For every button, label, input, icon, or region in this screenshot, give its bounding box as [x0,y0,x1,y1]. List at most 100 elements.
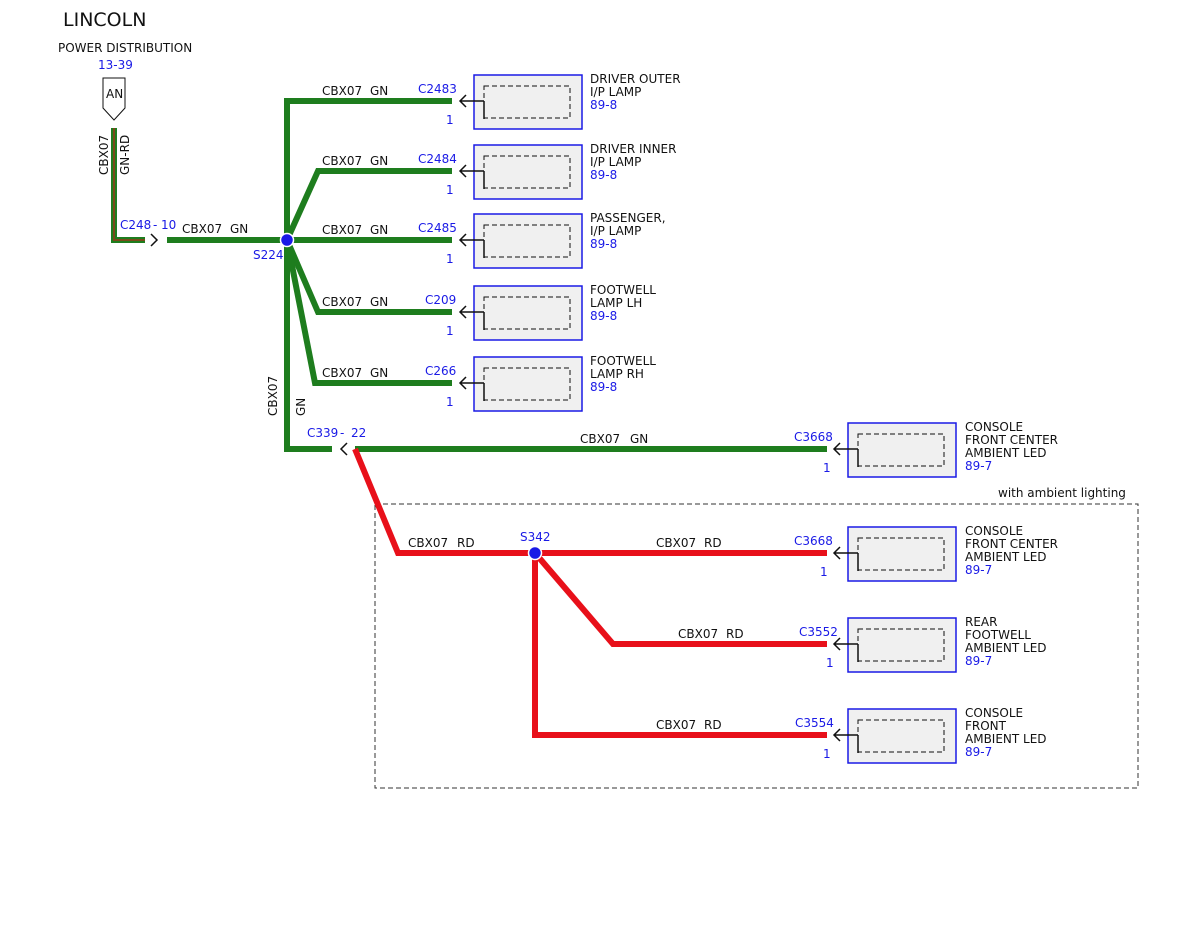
red-wire-c3552 [532,551,827,647]
wire-circuit-c2484-1: CBX07 [322,154,362,168]
pin-c3668-6: 1 [820,565,828,579]
c248-connector[interactable]: C248 [120,218,151,232]
component-name-c3554-8: CONSOLE [965,706,1023,720]
source-label: POWER DISTRIBUTION [58,41,192,55]
component-page-ref-c3554-8[interactable]: 89-7 [965,745,992,759]
connector-arrow-icon-c3668-6 [832,546,859,571]
splice-s342-label: S342 [520,530,551,544]
connector-arrow-icon-c2485-2 [458,233,485,258]
component-name-c3668-5: AMBIENT LED [965,446,1047,460]
brand-title: LINCOLN [63,9,146,31]
wire-circuit-c2483-0: CBX07 [322,84,362,98]
source-pin: AN [106,87,123,101]
pin-c3552-7: 1 [826,656,834,670]
wire-color-c3552-7: RD [726,627,744,641]
component-page-ref-c209-3[interactable]: 89-8 [590,309,617,323]
component-name-c3668-6: CONSOLE [965,524,1023,538]
c339-arrow-icon [339,442,348,456]
connector-arrow-icon-c3552-7 [832,637,859,662]
c248-circuit: CBX07 [182,222,222,236]
component-page-ref-c3668-5[interactable]: 89-7 [965,459,992,473]
component-name-c3668-6: FRONT CENTER [965,537,1058,551]
drop-wire-color: GN [294,398,308,416]
pin-c3554-8: 1 [823,747,831,761]
component-page-ref-c2485-2[interactable]: 89-8 [590,237,617,251]
component-name-c2483-0: DRIVER OUTER [590,72,681,86]
connector-c2484-1[interactable]: C2484 [418,152,457,166]
wire-color-c266-4: GN [370,366,388,380]
source-pin-shape [102,77,126,121]
component-page-ref-c2483-0[interactable]: 89-8 [590,98,617,112]
wire-color-c2485-2: GN [370,223,388,237]
branch-wire-c2484 [284,168,452,242]
component-box-c209-3[interactable] [473,285,583,341]
pin-c2483-0: 1 [446,113,454,127]
component-name-c209-3: LAMP LH [590,296,642,310]
component-name-c3554-8: FRONT [965,719,1007,733]
red-wire-c3554 [532,553,827,738]
wire-color-c2484-1: GN [370,154,388,168]
connector-c266-4[interactable]: C266 [425,364,456,378]
connector-c3552-7[interactable]: C3552 [799,625,838,639]
component-box-c3554-8[interactable] [847,708,957,764]
pin-c2485-2: 1 [446,252,454,266]
component-box-c3668-5[interactable] [847,422,957,478]
component-name-c266-4: FOOTWELL [590,354,656,368]
component-page-ref-c3668-6[interactable]: 89-7 [965,563,992,577]
component-box-c266-4[interactable] [473,356,583,412]
component-page-ref-c2484-1[interactable]: 89-8 [590,168,617,182]
pin-c266-4: 1 [446,395,454,409]
red-feed-circuit: CBX07 [408,536,448,550]
connector-c2485-2[interactable]: C2485 [418,221,457,235]
red-feed-wire-color: RD [457,536,475,550]
wire-color-c3668-6: RD [704,536,722,550]
splice-s224-label: S224 [253,248,284,262]
connector-arrow-icon-c3668-5 [832,442,859,467]
c339-connector[interactable]: C339 [307,426,338,440]
connector-c3668-6[interactable]: C3668 [794,534,833,548]
wire-circuit-c209-3: CBX07 [322,295,362,309]
splice-s224[interactable] [279,232,295,248]
component-box-c3552-7[interactable] [847,617,957,673]
ambient-lighting-frame [374,503,1139,789]
connector-c3554-8[interactable]: C3554 [795,716,834,730]
component-name-c2484-1: I/P LAMP [590,155,641,169]
component-name-c2483-0: I/P LAMP [590,85,641,99]
wire-circuit-c3668-6: CBX07 [656,536,696,550]
component-box-c2485-2[interactable] [473,213,583,269]
component-name-c2485-2: I/P LAMP [590,224,641,238]
branch-wire-c266 [284,239,452,386]
connector-arrow-icon-c266-4 [458,376,485,401]
component-name-c3552-7: REAR [965,615,997,629]
component-name-c2485-2: PASSENGER, [590,211,666,225]
c339-pin: 22 [351,426,366,440]
splice-s342[interactable] [527,545,543,561]
source-wire-tracer [113,128,145,241]
component-name-c266-4: LAMP RH [590,367,644,381]
connector-c2483-0[interactable]: C2483 [418,82,457,96]
source-wire-color: GN-RD [118,135,132,175]
wire-circuit-c3554-8: CBX07 [656,718,696,732]
connector-c3668-5[interactable]: C3668 [794,430,833,444]
connector-c209-3[interactable]: C209 [425,293,456,307]
source-page-ref[interactable]: 13-39 [98,58,133,72]
wire-color-c3668-5: GN [630,432,648,446]
red-feed-wire [352,447,535,556]
component-name-c209-3: FOOTWELL [590,283,656,297]
component-name-c3552-7: AMBIENT LED [965,641,1047,655]
pin-c3668-5: 1 [823,461,831,475]
component-name-c3668-5: FRONT CENTER [965,433,1058,447]
component-box-c3668-6[interactable] [847,526,957,582]
component-box-c2484-1[interactable] [473,144,583,200]
component-name-c3668-5: CONSOLE [965,420,1023,434]
component-page-ref-c266-4[interactable]: 89-8 [590,380,617,394]
c339-pin-sep: - [340,426,344,440]
c248-pin: 10 [161,218,176,232]
branch-wire-c209 [284,238,452,315]
component-page-ref-c3552-7[interactable]: 89-7 [965,654,992,668]
component-name-c3554-8: AMBIENT LED [965,732,1047,746]
component-box-c2483-0[interactable] [473,74,583,130]
pin-c2484-1: 1 [446,183,454,197]
